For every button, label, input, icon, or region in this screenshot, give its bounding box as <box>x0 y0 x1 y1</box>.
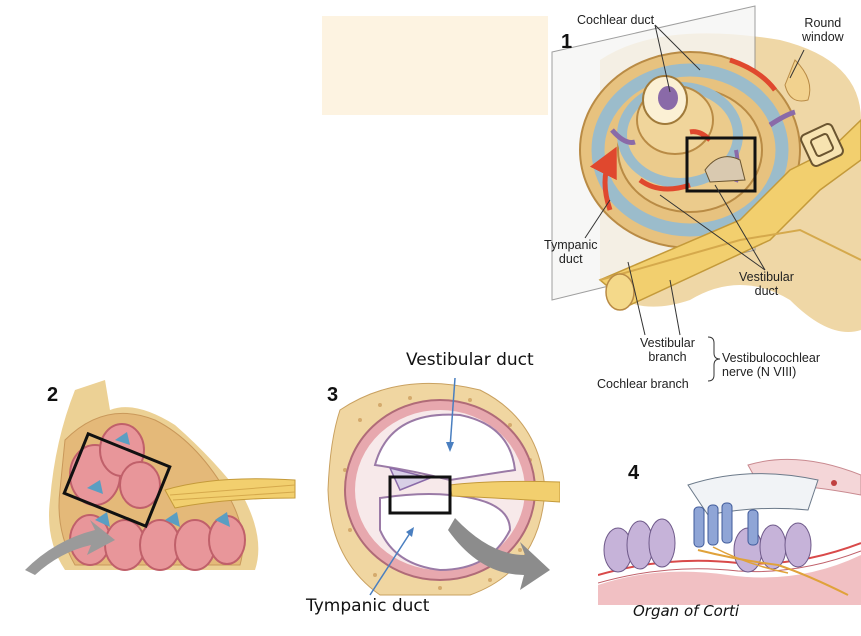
label-vestibular-branch: Vestibular branch <box>640 336 695 364</box>
panel-organ-of-corti <box>598 455 861 605</box>
label-vestibular-duct-big: Vestibular duct <box>406 350 534 370</box>
panel-turn-section <box>320 370 560 600</box>
panel-number-1: 1 <box>561 31 573 53</box>
label-round-window: Round window <box>802 16 844 44</box>
panel-cochlear-turns <box>15 380 300 580</box>
label-cochlear-duct: Cochlear duct <box>577 13 655 27</box>
organ-of-corti-illustration <box>598 458 861 605</box>
panel-number-2: 2 <box>47 384 59 406</box>
turn-section-illustration <box>327 377 560 596</box>
panel-number-3: 3 <box>327 384 339 406</box>
cochlear-turns-illustration <box>25 380 296 575</box>
panel-cochlea <box>540 0 861 400</box>
label-cochlear-branch: Cochlear branch <box>597 377 689 391</box>
panel-number-4: 4 <box>628 462 640 484</box>
label-vestibulocochlear-nerve: Vestibulocochlear nerve (N VIII) <box>722 351 820 379</box>
label-vestibular-duct-small: Vestibular duct <box>739 270 794 298</box>
blank-placeholder-region <box>322 16 548 115</box>
cochlea-illustration <box>551 5 861 382</box>
label-tympanic-duct-small: Tympanic duct <box>544 238 598 266</box>
label-tympanic-duct-big: Tympanic duct <box>306 596 430 616</box>
label-organ-of-corti: Organ of Corti <box>633 602 740 620</box>
